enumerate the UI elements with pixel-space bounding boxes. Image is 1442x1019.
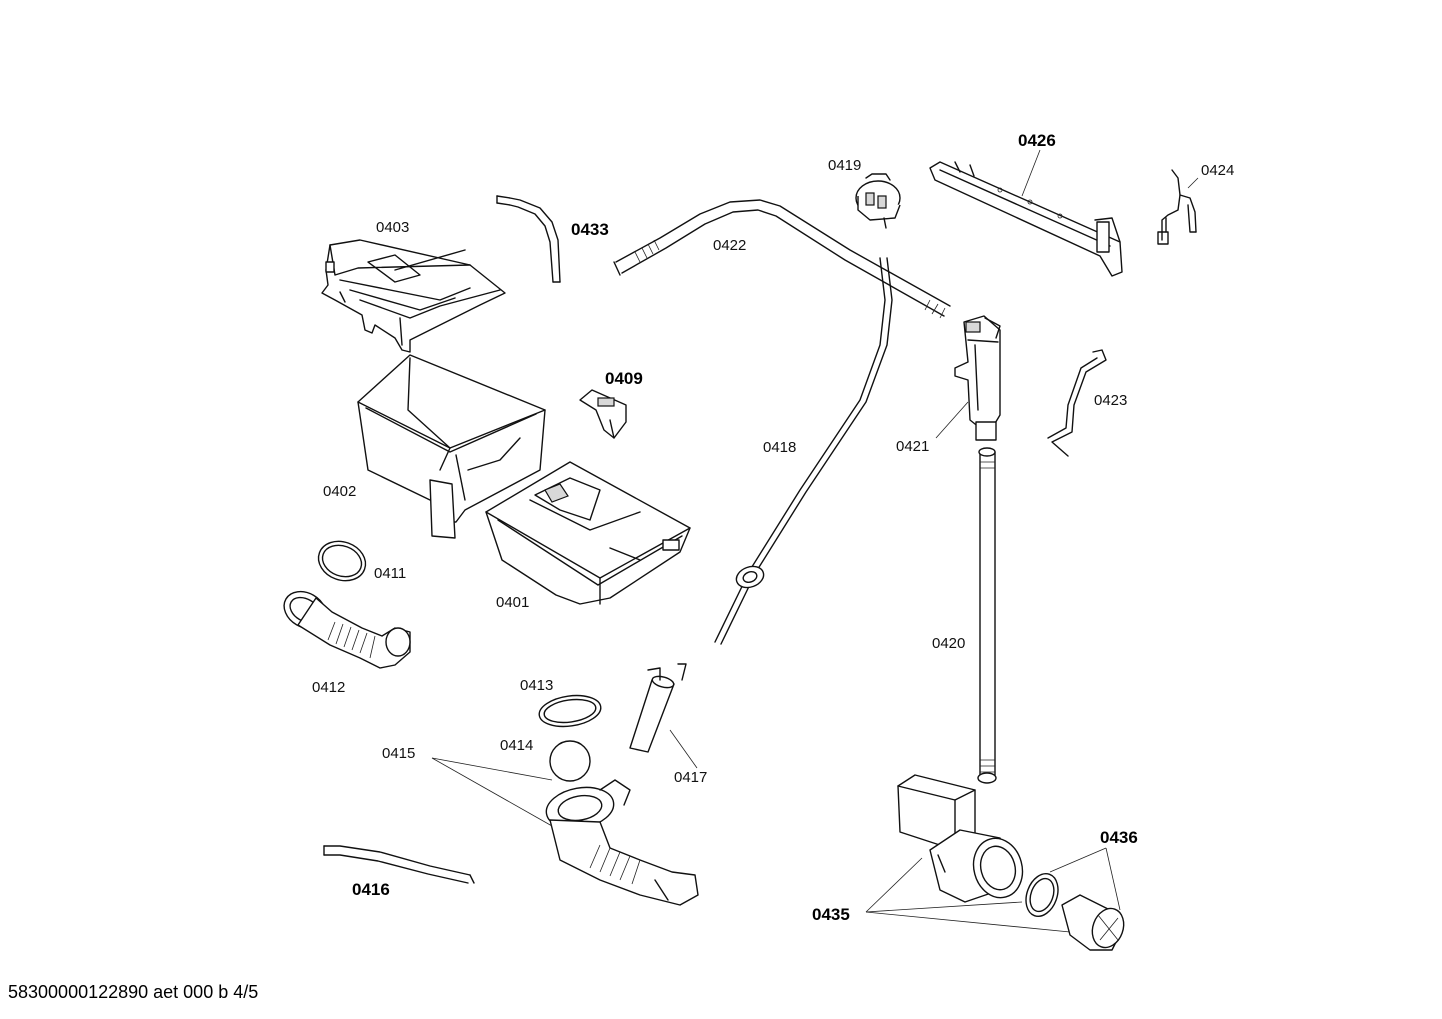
part-0423-bent-rod [1047, 349, 1107, 457]
label-0403: 0403 [376, 219, 409, 236]
part-0435-drain-pump [897, 774, 1024, 903]
part-0402-drawer-housing [357, 354, 546, 539]
part-0403-dispenser-frame [321, 239, 506, 353]
leader-0421 [935, 401, 969, 439]
part-0409-clip [579, 389, 627, 439]
leader-0417 [669, 729, 698, 769]
label-0415: 0415 [382, 745, 415, 762]
part-0418-thin-tube [714, 257, 893, 645]
label-0402: 0402 [323, 483, 356, 500]
part-0417-cylinder [629, 663, 687, 753]
part-0416-small-hose [323, 845, 475, 884]
label-0435: 0435 [812, 905, 850, 924]
drawing-id: 58300000122890 aet 000 b 4/5 [8, 982, 258, 1002]
leader-0435c [865, 911, 1071, 933]
part-0420-vertical-hose [977, 447, 997, 784]
label-0433: 0433 [571, 220, 609, 239]
label-0419: 0419 [828, 157, 861, 174]
part-0433-small-hose [496, 195, 561, 283]
label-0418: 0418 [763, 439, 796, 456]
label-0424: 0424 [1201, 162, 1234, 179]
leader-0415b [431, 757, 553, 827]
label-0411: 0411 [374, 565, 406, 582]
label-0414: 0414 [500, 737, 533, 754]
leader-0435a [865, 857, 923, 913]
label-0423: 0423 [1094, 392, 1127, 409]
label-0417: 0417 [674, 769, 707, 786]
leader-0424 [1187, 177, 1199, 189]
label-0412: 0412 [312, 679, 345, 696]
part-0411-ring [317, 540, 367, 582]
label-0420: 0420 [932, 635, 965, 652]
label-0409: 0409 [605, 369, 643, 388]
leader-0436a [1049, 847, 1107, 873]
label-0416: 0416 [352, 880, 390, 899]
part-0426-rail [929, 161, 1123, 277]
leader-0436b [1105, 847, 1121, 911]
part-0421-pressure-chamber [954, 315, 1001, 441]
part-0436-filter [1025, 872, 1125, 951]
label-0421: 0421 [896, 438, 929, 455]
label-0401: 0401 [496, 594, 529, 611]
label-0426: 0426 [1018, 131, 1056, 150]
label-0436: 0436 [1100, 828, 1138, 847]
part-0414-ball [549, 740, 591, 782]
part-0413-ring [538, 694, 602, 728]
part-0401-dispenser-drawer [485, 461, 691, 605]
leader-0435b [865, 901, 1023, 913]
part-0415-sump-assembly [545, 779, 699, 906]
part-0424-fork-clip [1157, 169, 1197, 245]
label-0422: 0422 [713, 237, 746, 254]
part-0422-upper-hose [613, 199, 951, 319]
label-0413: 0413 [520, 677, 553, 694]
leader-0415a [431, 757, 553, 781]
part-0419-pressure-switch [855, 173, 901, 229]
part-0412-bellows-hose [283, 590, 411, 669]
leader-0426 [1021, 149, 1041, 197]
